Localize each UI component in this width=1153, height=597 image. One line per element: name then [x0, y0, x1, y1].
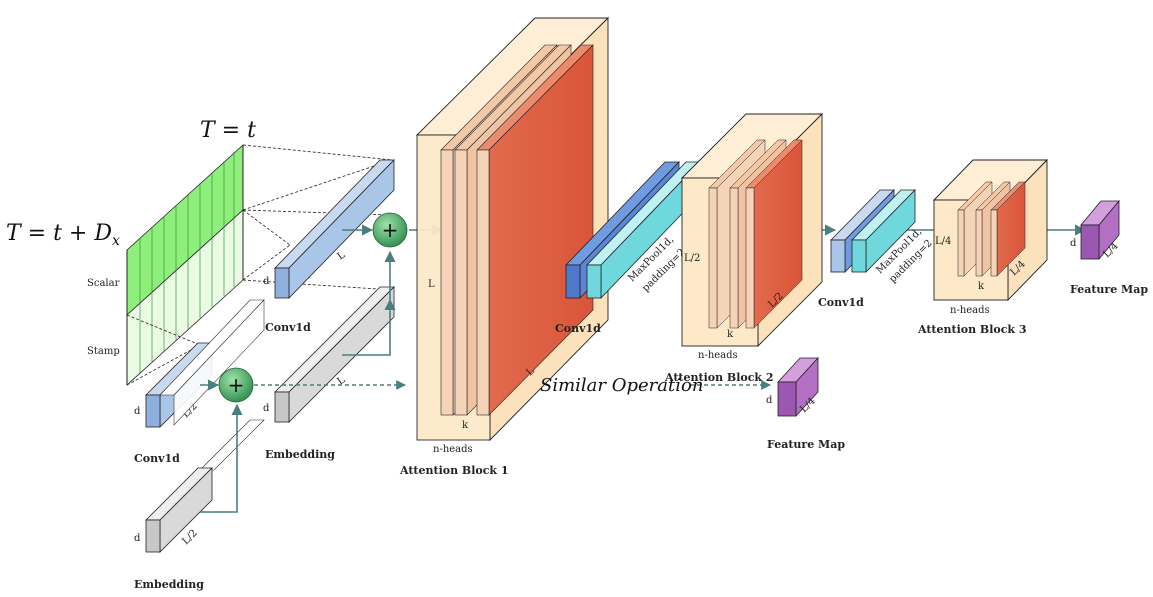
- plus-node-bottom: +: [218, 367, 254, 403]
- attn3-n-heads: n-heads: [950, 305, 990, 316]
- attn1-dim-L: L: [428, 279, 435, 290]
- attention-block-3-label: Attention Block 3: [917, 323, 1027, 336]
- projection-lines: [126, 144, 393, 386]
- attention-block-3: L/4 k L/4 n-heads: [932, 158, 1049, 316]
- plus-icon: +: [382, 218, 399, 242]
- time-t-label: T = t: [200, 118, 256, 143]
- feature-map-label-middle: Feature Map: [767, 438, 845, 451]
- attention-block-2: L/2 k L/2 n-heads: [680, 112, 824, 361]
- attn3-dim-k: k: [978, 281, 985, 292]
- conv1d-block-right: MaxPool1d, padding=2: [830, 189, 935, 285]
- feature-map-middle: d L/4: [766, 356, 819, 418]
- attention-block-1-label: Attention Block 1: [399, 464, 509, 477]
- feature-map-label-right: Feature Map: [1070, 283, 1148, 296]
- time-t-plus-dx-label: T = t + Dx: [6, 221, 120, 249]
- attention-block-1: L k L n-heads: [415, 16, 610, 455]
- conv1d-top-dim-L: L: [335, 249, 347, 262]
- conv1d-label-top: Conv1d: [265, 321, 311, 334]
- plus-node-top: +: [372, 212, 408, 248]
- conv1d-label-bottom: Conv1d: [134, 452, 180, 465]
- attention-block-2-label: Attention Block 2: [664, 371, 774, 384]
- embedding-label-bottom: Embedding: [134, 578, 204, 591]
- conv1d-top-dim-d: d: [263, 276, 270, 287]
- attn1-n-heads: n-heads: [433, 444, 473, 455]
- attn2-n-heads: n-heads: [698, 350, 738, 361]
- similar-operation-label: Similar Operation: [540, 375, 703, 396]
- attn3-dim-L4: L/4: [935, 236, 951, 247]
- input-sequence: Scalar Stamp: [87, 144, 244, 386]
- embedding-bottom-dim-d: d: [134, 533, 141, 544]
- attn2-dim-k: k: [727, 329, 734, 340]
- embedding-label-top: Embedding: [265, 448, 335, 461]
- attn2-dim-L2: L/2: [684, 253, 700, 264]
- embedding-bottom-dim-L2: L/2: [180, 528, 199, 547]
- conv1d-label-mid: Conv1d: [555, 322, 601, 335]
- embedding-block-bottom: L/2 d: [134, 419, 265, 553]
- embedding-block-top: L d: [263, 286, 395, 423]
- embedding-top-dim-d: d: [263, 403, 270, 414]
- conv1d-block-top: L d: [263, 159, 395, 299]
- conv1d-block-mid: MaxPool1d, padding=2: [565, 161, 701, 299]
- plus-icon: +: [228, 373, 245, 397]
- attn1-dim-k: k: [462, 420, 469, 431]
- scalar-label: Scalar: [87, 278, 120, 289]
- feature-map-right-dim-d: d: [1070, 238, 1077, 249]
- conv1d-label-right: Conv1d: [818, 296, 864, 309]
- feature-map-mid-dim-d: d: [766, 395, 773, 406]
- stamp-label: Stamp: [87, 346, 120, 357]
- feature-map-right: d L/4: [1070, 199, 1121, 260]
- conv1d-bottom-dim-d: d: [134, 406, 141, 417]
